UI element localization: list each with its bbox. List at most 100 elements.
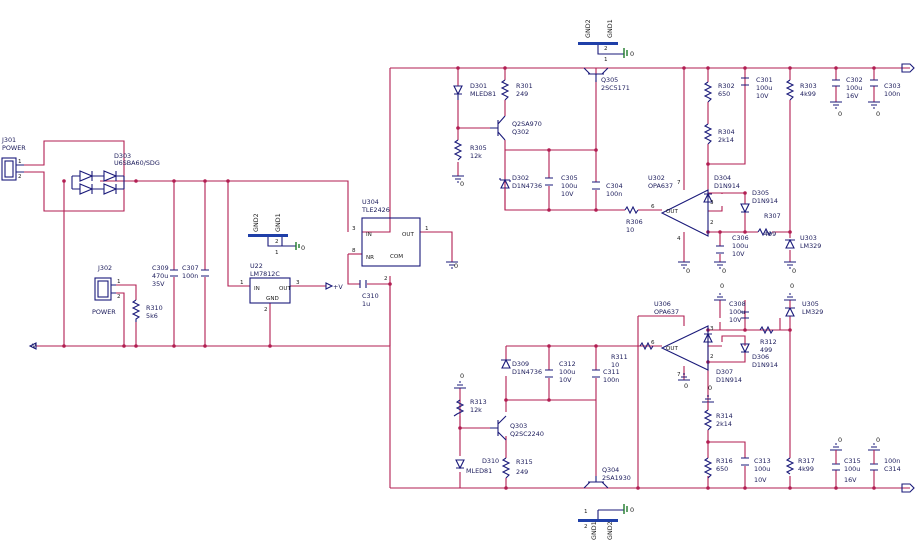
connector-J301: J301 POWER 1 2: [1, 136, 26, 181]
C312-ref: C312: [559, 360, 576, 368]
svg-text:2SC5171: 2SC5171: [601, 84, 630, 92]
svg-text:1: 1: [240, 280, 244, 286]
U304-ref: U304: [362, 198, 379, 206]
svg-text:2: 2: [384, 276, 388, 282]
svg-text:3: 3: [710, 326, 714, 332]
svg-text:100u: 100u: [732, 242, 748, 250]
svg-text:0: 0: [301, 244, 305, 252]
R317-ref: R317: [798, 457, 815, 465]
diodes: D301 MLED81 D302 D1N4736 D304 D1N914 D30…: [453, 82, 823, 475]
svg-text:D1N4736: D1N4736: [512, 182, 542, 190]
D304-ref: D304: [714, 174, 731, 182]
svg-text:10V: 10V: [732, 250, 745, 258]
svg-text:3: 3: [710, 200, 714, 206]
Q302-label1: Q2SA970: [512, 120, 542, 128]
U304-part: TLE2426: [361, 206, 390, 214]
D307-ref: D307: [716, 368, 733, 376]
svg-text:GND: GND: [266, 296, 279, 302]
svg-text:100n: 100n: [884, 90, 900, 98]
C304-ref: C304: [606, 182, 623, 190]
svg-text:100n: 100n: [182, 272, 198, 280]
svg-text:100u: 100u: [559, 368, 575, 376]
svg-text:0: 0: [708, 384, 712, 392]
svg-text:D1N4736: D1N4736: [512, 368, 542, 376]
J301-ref: J301: [1, 136, 16, 144]
svg-text:GND1: GND1: [590, 521, 598, 540]
svg-text:COM: COM: [390, 254, 403, 260]
R303-ref: R303: [800, 82, 817, 90]
D305-ref: D305: [752, 189, 769, 197]
J301-name: POWER: [2, 144, 26, 152]
svg-text:GND2: GND2: [252, 213, 260, 232]
svg-text:650: 650: [718, 90, 730, 98]
svg-text:10: 10: [626, 226, 634, 234]
svg-text:2k14: 2k14: [716, 420, 732, 428]
C309-ref: C309: [152, 264, 169, 272]
D303-ref: D303: [114, 152, 131, 160]
minus-v-label: -V: [30, 342, 37, 350]
U22-part: LM7812C: [250, 270, 280, 278]
Q302-label2: Q302: [512, 128, 529, 136]
svg-text:650: 650: [716, 465, 728, 473]
svg-text:0: 0: [684, 382, 688, 390]
C303-ref: C303: [884, 82, 901, 90]
R314-ref: R314: [716, 412, 733, 420]
R306-ref: R306: [626, 218, 643, 226]
R310-ref: R310: [146, 304, 163, 312]
svg-text:MLED81: MLED81: [470, 90, 496, 98]
R304-ref: R304: [718, 128, 735, 136]
svg-text:4k99: 4k99: [798, 465, 814, 473]
svg-text:5k6: 5k6: [146, 312, 158, 320]
svg-text:10V: 10V: [729, 316, 742, 324]
R305-ref: R305: [470, 144, 487, 152]
D306-ref: D306: [752, 353, 769, 361]
svg-text:0: 0: [838, 110, 842, 118]
svg-text:2: 2: [264, 307, 268, 313]
svg-text:0: 0: [722, 267, 726, 275]
Q305-ref: Q305: [601, 76, 618, 84]
svg-text:1u: 1u: [362, 300, 370, 308]
svg-text:0: 0: [454, 262, 458, 270]
D310-ref: D310: [482, 457, 499, 465]
plus-v-label: +V: [333, 283, 343, 291]
svg-text:10V: 10V: [754, 476, 767, 484]
C315-ref: C315: [844, 457, 861, 465]
J302-name: POWER: [92, 308, 116, 316]
svg-text:0: 0: [790, 282, 794, 290]
svg-text:D1N914: D1N914: [752, 197, 778, 205]
U306-ref: U306: [654, 300, 671, 308]
C313-ref: C313: [754, 457, 771, 465]
svg-text:MLED81: MLED81: [466, 467, 492, 475]
svg-text:1: 1: [425, 226, 429, 232]
R307-ref: R307: [764, 212, 781, 220]
U306-part: OPA637: [654, 308, 679, 316]
svg-text:LM329: LM329: [800, 242, 821, 250]
R313-ref: R313: [470, 398, 487, 406]
svg-text:12k: 12k: [470, 152, 482, 160]
svg-text:GND2: GND2: [584, 19, 592, 38]
svg-text:16V: 16V: [844, 476, 857, 484]
opamp-U302: U302 OPA637 OUT 6 7 4 3 2: [648, 174, 714, 242]
svg-text:7: 7: [677, 180, 681, 186]
Q303-label2: Q2SC2240: [510, 430, 544, 438]
svg-text:OUT: OUT: [666, 346, 678, 352]
svg-text:IN: IN: [366, 232, 372, 238]
C307-ref: C307: [182, 264, 199, 272]
C301-ref: C301: [756, 76, 773, 84]
svg-text:OUT: OUT: [666, 209, 678, 215]
C310-ref: C310: [362, 292, 379, 300]
svg-text:6: 6: [651, 340, 655, 346]
U303-ref: U303: [800, 234, 817, 242]
svg-text:GND2: GND2: [606, 521, 614, 540]
R312-ref: R312: [760, 338, 777, 346]
svg-text:12k: 12k: [470, 406, 482, 414]
svg-text:GND1: GND1: [274, 213, 282, 232]
svg-text:GND1: GND1: [606, 19, 614, 38]
svg-text:10V: 10V: [559, 376, 572, 384]
svg-text:LM329: LM329: [802, 308, 823, 316]
R316-ref: R316: [716, 457, 733, 465]
svg-text:4: 4: [677, 236, 681, 242]
svg-text:0: 0: [792, 267, 796, 275]
Q303-label1: Q303: [510, 422, 527, 430]
svg-text:D1N914: D1N914: [716, 376, 742, 384]
